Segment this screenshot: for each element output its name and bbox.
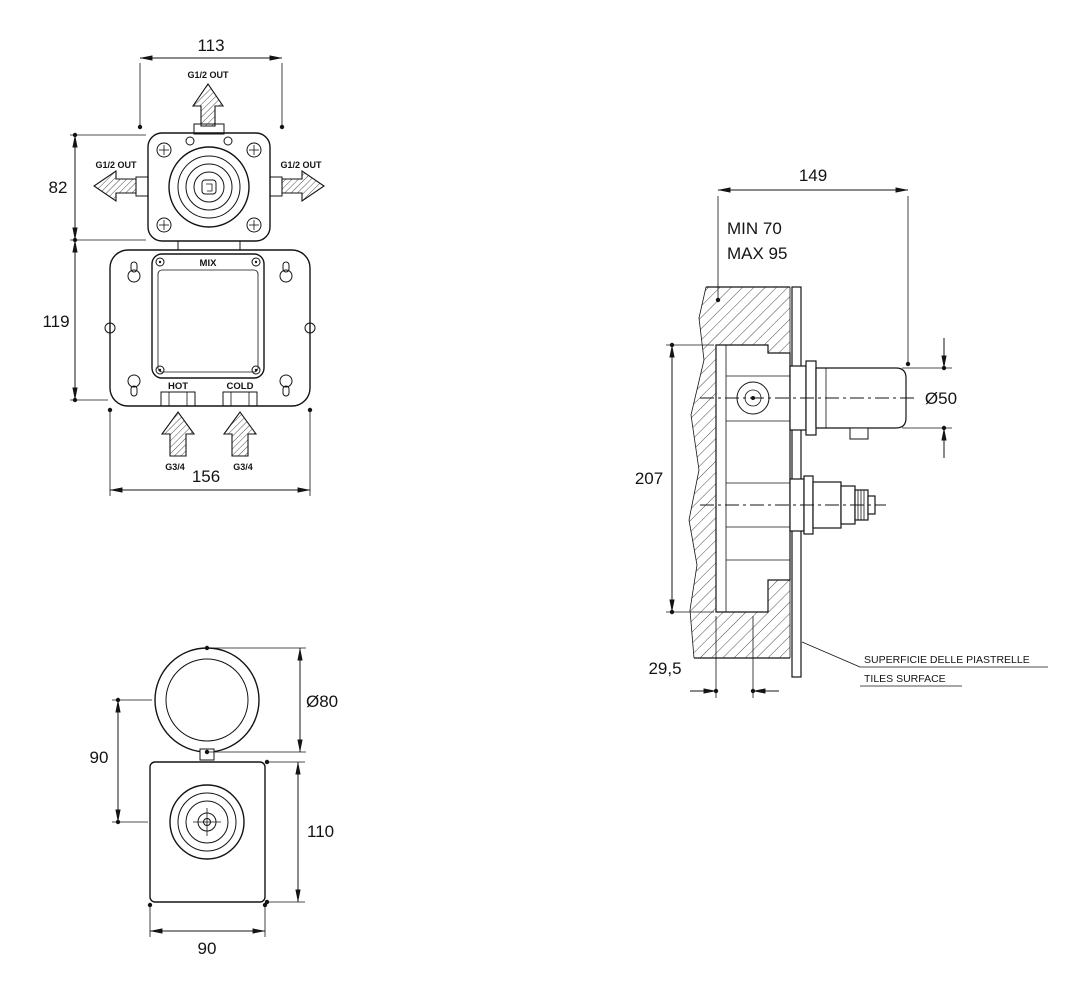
tiles-surface-label-en: TILES SURFACE: [864, 673, 946, 685]
trim-view: Ø80 90 110 90: [90, 645, 338, 958]
dim-diameter-80-value: Ø80: [306, 692, 338, 711]
section-view: 149 MIN 70 MAX 95 Ø50 207: [635, 166, 1048, 698]
dim-113: 113: [137, 36, 285, 130]
mounting-plate: [104, 249, 316, 407]
cartridge-face: [168, 146, 250, 228]
dim-156-value: 156: [192, 467, 220, 486]
inlet-cold-arrow-icon: [222, 411, 258, 457]
hot-label: HOT: [168, 381, 188, 392]
valve-body-section: [715, 344, 791, 613]
dim-207-value: 207: [635, 469, 663, 488]
depth-min-label: MIN 70: [727, 219, 782, 238]
dim-113-value: 113: [197, 36, 224, 55]
keyhole-slots: [127, 261, 293, 397]
dim-149-value: 149: [799, 166, 827, 185]
mix-label: MIX: [200, 258, 218, 269]
trim-knob: [169, 784, 245, 860]
dim-diameter-50-value: Ø50: [925, 389, 957, 408]
handle-assembly: [789, 360, 907, 440]
tiles-surface-callout: SUPERFICIE DELLE PIASTRELLE TILES SURFAC…: [801, 641, 1048, 687]
dim-29-5: 29,5: [648, 616, 779, 698]
dim-90-width-value: 90: [198, 939, 217, 958]
inlet-hot-arrow-icon: [160, 411, 196, 457]
inlet-hot-label: G3/4: [165, 462, 185, 472]
dim-90-offset: 90: [90, 697, 152, 825]
tiles-surface-label-it: SUPERFICIE DELLE PIASTRELLE: [864, 654, 1030, 666]
flow-arrows: [93, 83, 325, 457]
dim-119: 119: [42, 239, 108, 403]
dim-29-5-value: 29,5: [648, 659, 681, 678]
outlet-left-label: G1/2 OUT: [95, 160, 137, 170]
dim-156: 156: [107, 407, 313, 496]
inlet-cold-label: G3/4: [233, 462, 253, 472]
dim-diameter-80: Ø80: [204, 645, 338, 755]
outlet-right-label: G1/2 OUT: [280, 160, 322, 170]
dim-90-width: 90: [147, 902, 268, 958]
outlet-top-arrow-icon: [191, 83, 225, 127]
dim-90-offset-value: 90: [90, 748, 109, 767]
outlet-top-label: G1/2 OUT: [187, 70, 229, 80]
dim-110-value: 110: [307, 822, 334, 841]
dim-82-value: 82: [49, 178, 68, 197]
flange-screws: [156, 136, 262, 233]
cold-label: COLD: [227, 381, 254, 392]
front-view-rough-body: G1/2 OUT G1/2 OUT G1/2 OUT MIX HOT COLD …: [42, 36, 325, 496]
dim-119-value: 119: [42, 312, 69, 331]
depth-max-label: MAX 95: [727, 244, 787, 263]
dim-110: 110: [264, 759, 334, 905]
dim-149: 149: [715, 166, 911, 367]
dim-207: 207: [635, 342, 714, 615]
valve-flange: [135, 123, 283, 254]
outlet-right-arrow-icon: [281, 169, 325, 203]
outlet-left-arrow-icon: [93, 169, 137, 203]
dim-diameter-50: Ø50: [902, 338, 957, 458]
